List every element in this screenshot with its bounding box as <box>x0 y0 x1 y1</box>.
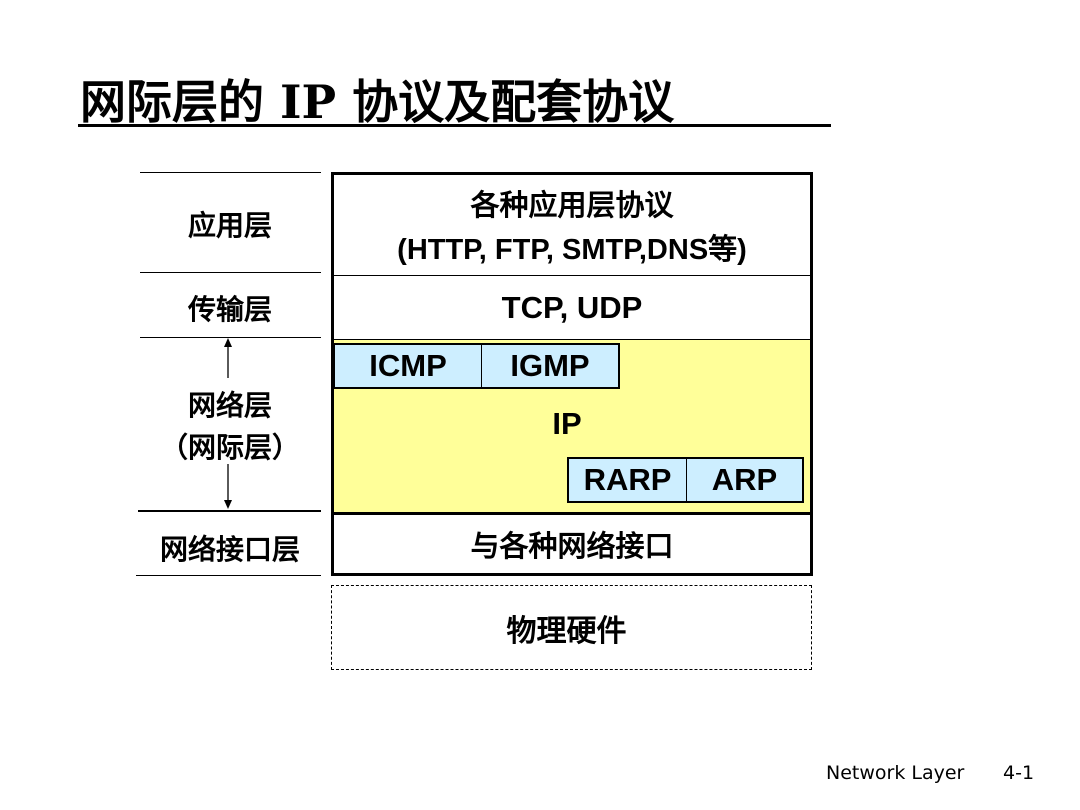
divider <box>140 172 321 173</box>
link-row: 与各种网络接口 <box>334 515 810 573</box>
divider <box>140 337 321 338</box>
slide-title: 网际层的 IP 协议及配套协议 <box>80 75 675 129</box>
application-protocols-text: 各种应用层协议 <box>470 188 674 222</box>
page-number: 4-1 <box>1003 762 1035 784</box>
application-row: 各种应用层协议 (HTTP, FTP, SMTP,DNS等) <box>334 175 810 276</box>
label-application-layer: 应用层 <box>187 209 272 242</box>
transport-text: TCP, UDP <box>501 289 643 325</box>
title-underline <box>78 124 831 127</box>
label-network-layer: 网络层 <box>187 389 272 422</box>
divider <box>140 272 321 273</box>
double-arrow-icon <box>224 338 232 509</box>
footer-label: Network Layer <box>826 762 965 784</box>
icmp-igmp-box: ICMP IGMP <box>333 343 620 389</box>
icmp-label: ICMP <box>335 345 482 387</box>
application-protocols-list: (HTTP, FTP, SMTP,DNS等) <box>397 234 747 266</box>
physical-hardware-box: 物理硬件 <box>331 585 812 670</box>
label-link-layer: 网络接口层 <box>159 533 300 566</box>
label-transport-layer: 传输层 <box>187 293 272 326</box>
rarp-arp-box: RARP ARP <box>567 457 804 503</box>
arp-label: ARP <box>711 462 778 497</box>
igmp-label: IGMP <box>510 348 590 383</box>
physical-hardware-text: 物理硬件 <box>506 613 627 649</box>
link-text: 与各种网络接口 <box>470 529 674 563</box>
divider <box>138 510 321 512</box>
transport-row: TCP, UDP <box>334 276 810 339</box>
divider <box>136 575 321 576</box>
label-internet-layer: （网际层） <box>159 431 300 464</box>
ip-text: IP <box>552 406 582 441</box>
rarp-label: RARP <box>569 459 687 501</box>
